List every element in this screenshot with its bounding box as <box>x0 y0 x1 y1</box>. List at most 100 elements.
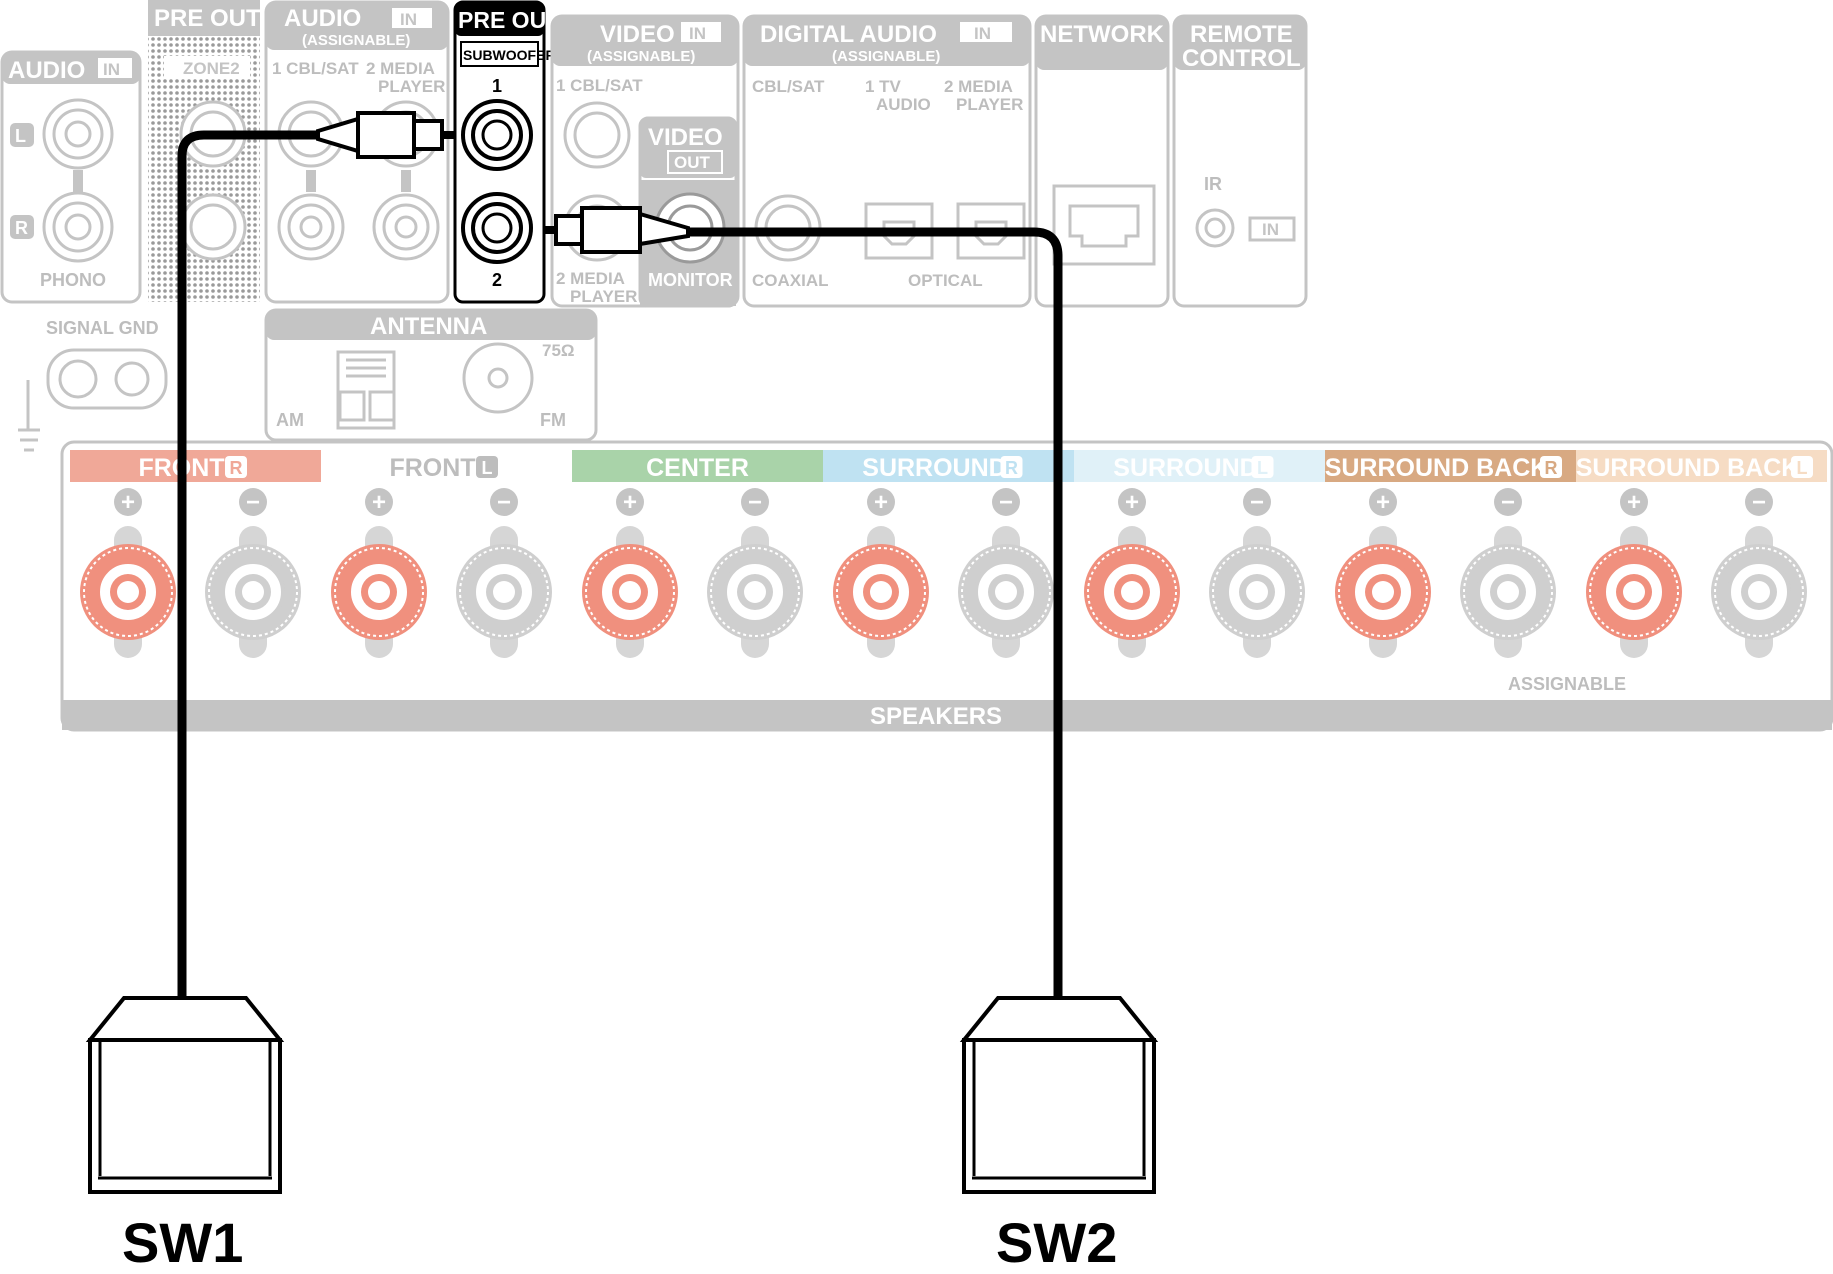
audio-in-phono-badge: IN <box>103 60 120 79</box>
subwoofer-sw1: SW1 <box>85 996 285 1274</box>
video-out-panel: VIDEO OUT MONITOR <box>638 116 738 308</box>
audio-in-cbl-sat-label: 1 CBL/SAT <box>272 59 359 78</box>
digital-audio-tv-label-a: 1 TV <box>865 77 902 96</box>
channel-label-surround-l: SURROUND <box>1113 454 1257 482</box>
minus-sign-text: − <box>246 489 260 516</box>
cable-sw1 <box>177 130 365 1000</box>
subwoofer-out-1-jack[interactable] <box>461 99 533 171</box>
terminal-front-l-negative[interactable] <box>456 526 552 658</box>
plus-sign-text: + <box>623 489 637 516</box>
plus-sign-text: + <box>1125 489 1139 516</box>
subwoofer-out-2-jack[interactable] <box>461 192 533 264</box>
plus-sign-icon <box>1620 488 1648 516</box>
terminal-center-positive[interactable] <box>582 526 678 658</box>
audio-in-cbl-r-jack <box>277 193 345 261</box>
channel-side-front-l: L <box>482 458 493 478</box>
sw2-label: SW2 <box>996 1211 1117 1274</box>
signal-gnd-label: SIGNAL GND <box>46 318 159 338</box>
channel-side-surround-l: L <box>1257 458 1268 478</box>
video-in-badge: IN <box>689 24 706 43</box>
remote-control-title-a: REMOTE <box>1190 21 1293 48</box>
terminal-front-r-positive[interactable] <box>80 526 176 658</box>
minus-sign-icon <box>1494 488 1522 516</box>
coaxial-label: COAXIAL <box>752 271 829 290</box>
channel-header-surround-r <box>823 450 1074 482</box>
minus-sign-icon <box>1243 488 1271 516</box>
video-in-cbl-sat-label: 1 CBL/SAT <box>556 76 643 95</box>
phono-r-jack <box>42 191 114 263</box>
video-in-media-label-a: 2 MEDIA <box>556 269 625 288</box>
digital-audio-cbl-label: CBL/SAT <box>752 77 825 96</box>
plus-sign-text: + <box>372 489 386 516</box>
remote-control-title-b: CONTROL <box>1182 45 1301 72</box>
channel-center: CENTER+− <box>572 450 823 658</box>
terminal-surround-l-positive[interactable] <box>1084 526 1180 658</box>
plus-sign-text: + <box>121 489 135 516</box>
assignable-label: ASSIGNABLE <box>1508 674 1626 694</box>
channel-header-front-r <box>70 450 321 482</box>
terminal-front-l-positive[interactable] <box>331 526 427 658</box>
minus-sign-icon <box>239 488 267 516</box>
plus-sign-text: + <box>1376 489 1390 516</box>
video-out-title: VIDEO <box>648 124 723 151</box>
terminal-surround-r-positive[interactable] <box>833 526 929 658</box>
video-in-cbl-jack <box>563 101 631 169</box>
audio-in-assignable-sub: (ASSIGNABLE) <box>302 32 410 49</box>
subwoofer-sw2: SW2 <box>959 996 1159 1274</box>
channel-header-front-l <box>321 450 572 482</box>
channel-side-surround-back-r: R <box>1545 458 1558 478</box>
plus-sign-icon <box>365 488 393 516</box>
digital-audio-assignable-sub: (ASSIGNABLE) <box>832 48 940 65</box>
minus-sign-text: − <box>1501 489 1515 516</box>
plus-sign-text: + <box>874 489 888 516</box>
terminal-surround-back-r-negative[interactable] <box>1460 526 1556 658</box>
rca-plug-sw1 <box>316 111 454 159</box>
minus-sign-icon <box>490 488 518 516</box>
pre-out-subwoofer-panel: PRE OUT SUBWOOFER 1 2 <box>453 0 560 304</box>
terminal-surround-back-l-negative[interactable] <box>1711 526 1807 658</box>
channel-header-surround-back-r <box>1325 450 1576 482</box>
digital-audio-tv-label-b: AUDIO <box>876 95 931 114</box>
plus-sign-icon <box>867 488 895 516</box>
terminal-surround-back-r-positive[interactable] <box>1335 526 1431 658</box>
antenna-title: ANTENNA <box>370 313 487 340</box>
video-in-title: VIDEO <box>600 21 675 48</box>
terminal-surround-back-l-positive[interactable] <box>1586 526 1682 658</box>
subwoofer-label: SUBWOOFER <box>463 47 556 63</box>
phono-l-jack <box>42 98 114 170</box>
plus-sign-text: + <box>1627 489 1641 516</box>
remote-control-panel: REMOTE CONTROL IR IN <box>1172 14 1308 308</box>
channel-label-surround-back-r: SURROUND BACK <box>1325 454 1549 482</box>
digital-audio-title: DIGITAL AUDIO <box>760 21 937 48</box>
network-panel: NETWORK <box>1034 14 1170 308</box>
channel-label-surround-back-l: SURROUND BACK <box>1576 454 1800 482</box>
pre-out-zone2-title: PRE OUT <box>154 5 261 32</box>
sw1-label: SW1 <box>122 1211 243 1274</box>
am-antenna-terminal <box>336 350 396 430</box>
pre-out-subwoofer-title: PRE OUT <box>458 7 560 33</box>
digital-audio-media-label-a: 2 MEDIA <box>944 77 1013 96</box>
ethernet-port <box>1052 184 1156 266</box>
phono-jack-l-label: L <box>15 126 26 146</box>
minus-sign-icon <box>992 488 1020 516</box>
fm-impedance-label: 75Ω <box>542 341 575 360</box>
terminal-surround-l-negative[interactable] <box>1209 526 1305 658</box>
terminal-surround-r-negative[interactable] <box>958 526 1054 658</box>
channel-header-surround-l <box>1074 450 1325 482</box>
terminal-center-negative[interactable] <box>707 526 803 658</box>
am-label: AM <box>276 410 304 430</box>
video-in-assignable-sub: (ASSIGNABLE) <box>587 48 695 65</box>
terminal-front-r-negative[interactable] <box>205 526 301 658</box>
rca-plug-sw2 <box>544 206 690 254</box>
zone2-label: ZONE2 <box>183 59 240 78</box>
audio-in-media-label-a: 2 MEDIA <box>366 59 435 78</box>
plus-sign-icon <box>616 488 644 516</box>
antenna-panel: ANTENNA AM FM 75Ω <box>264 308 598 442</box>
video-in-media-label-b: PLAYER <box>570 287 637 306</box>
